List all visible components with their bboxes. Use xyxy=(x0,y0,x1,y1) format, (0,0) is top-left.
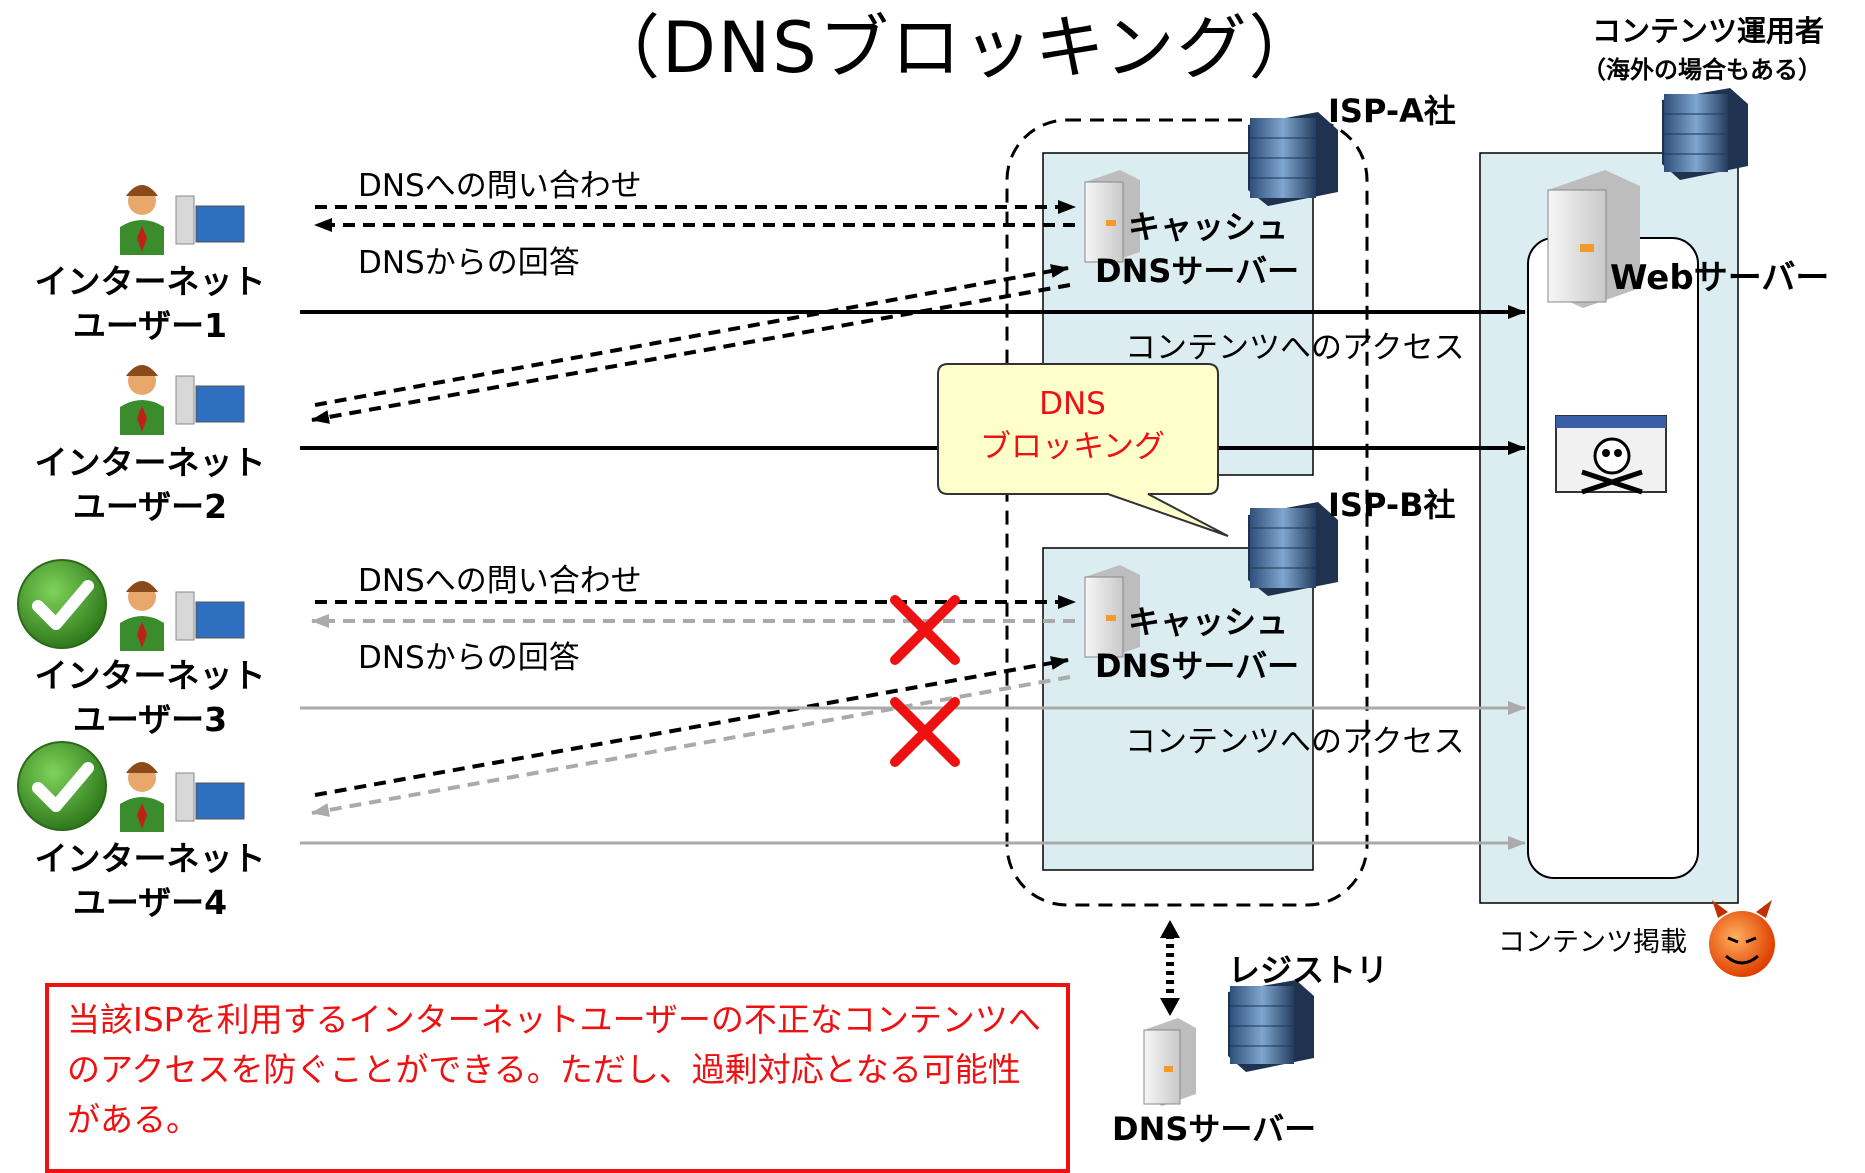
isp-a-label: ISP-A社 xyxy=(1328,92,1456,130)
operator-building-icon xyxy=(1662,88,1748,180)
dns-query-label-2: DNSへの問い合わせ xyxy=(358,563,642,599)
user-3-label-line2: ユーザー3 xyxy=(72,700,228,739)
isp-b-cache-server-icon xyxy=(1084,565,1140,659)
registry-dns-server-label: DNSサーバー xyxy=(1112,1110,1317,1148)
isp-a-user2-query-arrow xyxy=(314,264,1069,407)
isp-b-label: ISP-B社 xyxy=(1328,486,1456,524)
malicious-content-icon xyxy=(1555,415,1667,495)
user-4-label: インターネット ユーザー4 xyxy=(20,837,280,925)
user-3-icon xyxy=(120,581,245,651)
devil-icon xyxy=(1709,900,1775,977)
operator-label: コンテンツ運用者 xyxy=(1592,14,1825,48)
callout-line-2: ブロッキング xyxy=(979,429,1166,465)
isp-b-cache-label-1: キャッシュ xyxy=(1128,603,1289,641)
isp-a-user2-answer-arrow xyxy=(311,283,1071,424)
web-server-icon xyxy=(1547,170,1640,308)
isp-b-user4-query-arrow xyxy=(314,656,1069,797)
callout-text: DNS ブロッキング xyxy=(930,383,1215,469)
user-4-label-line2: ユーザー4 xyxy=(72,883,228,922)
registry-label: レジストリ xyxy=(1228,951,1389,989)
block-x-mark-answer xyxy=(890,595,960,665)
check-icon-user-4 xyxy=(17,741,107,831)
user-1-label-line2: ユーザー1 xyxy=(72,306,228,345)
content-posting-label: コンテンツ掲載 xyxy=(1498,927,1687,958)
user-1-label-line1: インターネット xyxy=(34,262,266,301)
diagram-graphics xyxy=(17,88,1775,1106)
diagram-canvas: （DNSブロッキング） コンテンツ運用者 （海外の場合もある） ISP-A社 キ… xyxy=(17,7,1830,1173)
user-2-label-line2: ユーザー2 xyxy=(72,487,228,526)
isp-b-cache-label-2: DNSサーバー xyxy=(1095,647,1300,685)
web-server-label: Webサーバー xyxy=(1610,258,1830,298)
registry-dns-server-icon xyxy=(1143,1018,1196,1106)
content-access-label-1: コンテンツへのアクセス xyxy=(1125,330,1465,366)
user-1-icon xyxy=(120,185,245,255)
user-3-label: インターネット ユーザー3 xyxy=(20,654,280,742)
dns-answer-label-2: DNSからの回答 xyxy=(358,640,580,676)
user-4-icon xyxy=(120,762,245,832)
user-4-label-line1: インターネット xyxy=(34,839,266,878)
isp-a-cache-label-2: DNSサーバー xyxy=(1095,252,1300,290)
content-access-label-2: コンテンツへのアクセス xyxy=(1125,724,1465,760)
isp-a-cache-server-icon xyxy=(1084,170,1140,264)
isp-a-building-icon xyxy=(1248,112,1338,206)
block-x-mark-access xyxy=(890,697,960,767)
user-1-label: インターネット ユーザー1 xyxy=(20,260,280,348)
note-box: 当該ISPを利用するインターネットユーザーの不正なコンテンツへのアクセスを防ぐこ… xyxy=(45,983,1070,1173)
isp-b-user4-answer-arrow xyxy=(311,675,1071,817)
isp-group-boundary xyxy=(1005,118,1369,907)
operator-sublabel: （海外の場合もある） xyxy=(1582,56,1822,84)
page-title: （DNSブロッキング） xyxy=(590,7,1321,89)
user-2-icon xyxy=(120,365,245,435)
registry-link-arrow xyxy=(1160,920,1180,1016)
dns-blocking-callout xyxy=(937,363,1229,537)
user-3-label-line1: インターネット xyxy=(34,656,266,695)
isp-b-building-icon xyxy=(1248,502,1338,596)
dns-answer-label-1: DNSからの回答 xyxy=(358,245,580,281)
isp-a-cache-label-1: キャッシュ xyxy=(1128,208,1289,246)
user-2-label: インターネット ユーザー2 xyxy=(20,441,280,529)
web-server-panel xyxy=(1527,237,1699,879)
user-2-label-line1: インターネット xyxy=(34,443,266,482)
registry-building-icon xyxy=(1228,980,1314,1072)
dns-query-label-1: DNSへの問い合わせ xyxy=(358,168,642,204)
check-icon-user-3 xyxy=(17,559,107,649)
callout-line-1: DNS xyxy=(1039,386,1106,422)
